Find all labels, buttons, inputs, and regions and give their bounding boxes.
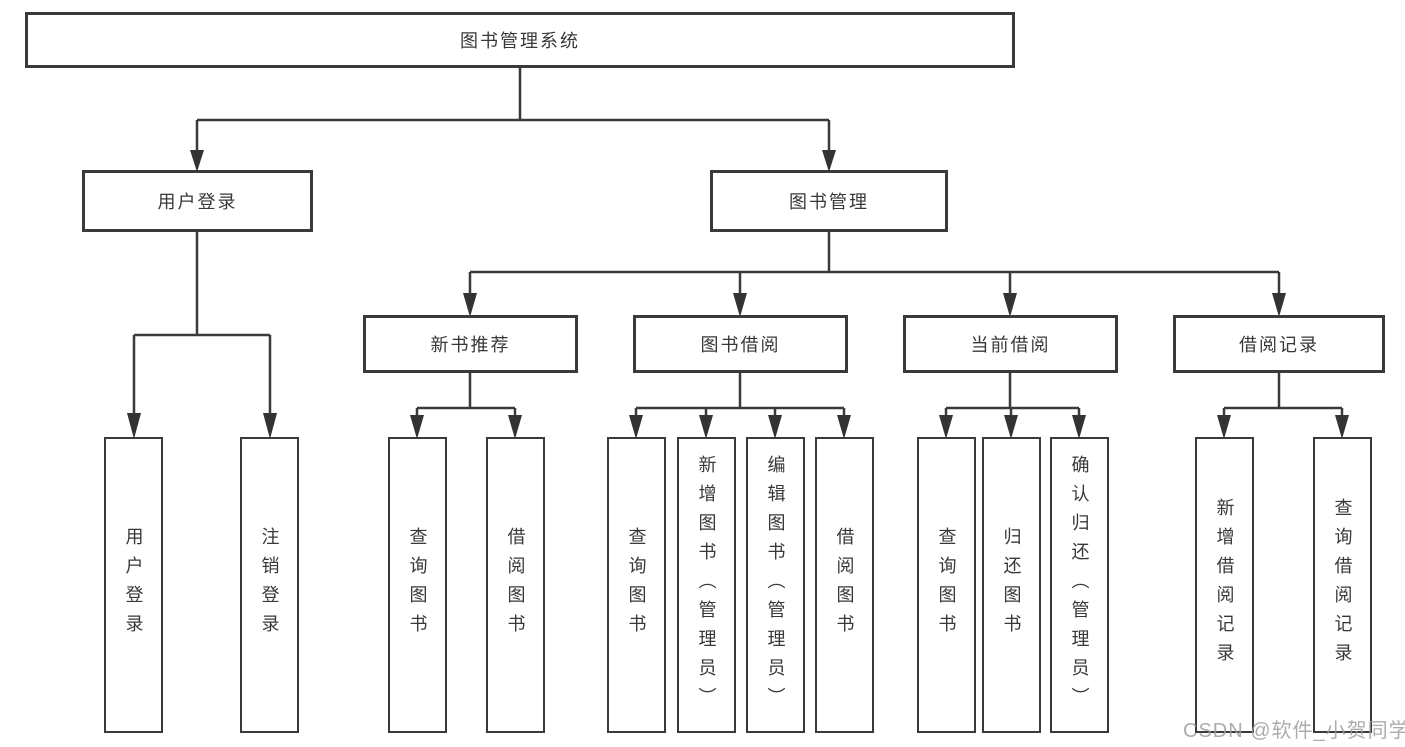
connector-book-borrow-to-leaves [629,373,851,439]
node-label: 用户登录 [123,527,144,643]
leaf-edit-books-admin: 编辑图书（管理员） [746,437,805,733]
node-label: 图书管理 [789,192,869,212]
node-label: 当前借阅 [970,335,1051,355]
leaf-borrow-books-2: 借阅图书 [815,437,874,733]
leaf-borrow-books-1: 借阅图书 [486,437,545,733]
arrow-down-icon [1335,415,1349,439]
node-label: 归还图书 [1001,527,1022,643]
arrow-down-icon [822,150,836,172]
node-label: 新书推荐 [430,335,511,355]
connector-borrow-records-to-leaves [1217,373,1349,439]
arrow-down-icon [1217,415,1231,439]
node-new-book-recommend: 新书推荐 [363,315,578,373]
leaf-user-login: 用户登录 [104,437,163,733]
leaf-return-books: 归还图书 [982,437,1041,733]
node-book-management: 图书管理 [710,170,948,232]
arrow-down-icon [939,415,953,439]
leaf-query-books-3: 查询图书 [917,437,976,733]
arrow-down-icon [1272,293,1286,317]
connector-book-management-to-level3 [463,232,1286,317]
leaf-query-books-1: 查询图书 [388,437,447,733]
node-book-borrow: 图书借阅 [633,315,848,373]
node-label: 图书借阅 [700,335,781,355]
node-label: 图书管理系统 [460,31,580,51]
leaf-add-books-admin: 新增图书（管理员） [677,437,736,733]
arrow-down-icon [410,415,424,439]
node-label: 查询图书 [407,527,428,643]
node-label: 借阅图书 [834,527,855,643]
node-current-borrow: 当前借阅 [903,315,1118,373]
arrow-down-icon [699,415,713,439]
node-label: 查询图书 [936,527,957,643]
node-user-login: 用户登录 [82,170,313,232]
node-label: 新增图书（管理员） [696,454,717,716]
node-label: 借阅记录 [1239,335,1319,355]
node-label: 新增借阅记录 [1214,498,1235,672]
leaf-confirm-return-admin: 确认归还（管理员） [1050,437,1109,733]
node-label: 查询图书 [626,527,647,643]
arrow-down-icon [463,293,477,317]
connector-current-borrow-to-leaves [939,373,1086,439]
node-label: 用户登录 [157,192,238,212]
arrow-down-icon [733,293,747,317]
node-label: 借阅图书 [505,527,526,643]
csdn-watermark: CSDN @软件_小贺同学 [1183,720,1405,742]
connector-root-to-level2 [190,68,836,172]
node-label: 查询借阅记录 [1332,498,1353,672]
connector-new-book-recommend-to-leaves [410,373,522,439]
arrow-down-icon [127,413,141,439]
leaf-query-books-2: 查询图书 [607,437,666,733]
node-label: 编辑图书（管理员） [765,454,786,716]
node-borrow-records: 借阅记录 [1173,315,1385,373]
node-label: 注销登录 [259,527,280,643]
leaf-query-borrow-record: 查询借阅记录 [1313,437,1372,733]
connector-user-login-to-leaves [127,232,277,439]
arrow-down-icon [837,415,851,439]
arrow-down-icon [508,415,522,439]
arrow-down-icon [190,150,204,172]
arrow-down-icon [263,413,277,439]
arrow-down-icon [1003,293,1017,317]
arrow-down-icon [1004,415,1018,439]
leaf-add-borrow-record: 新增借阅记录 [1195,437,1254,733]
node-system-root: 图书管理系统 [25,12,1015,68]
arrow-down-icon [768,415,782,439]
arrow-down-icon [1072,415,1086,439]
node-label: 确认归还（管理员） [1069,454,1090,716]
leaf-logout: 注销登录 [240,437,299,733]
arrow-down-icon [629,415,643,439]
